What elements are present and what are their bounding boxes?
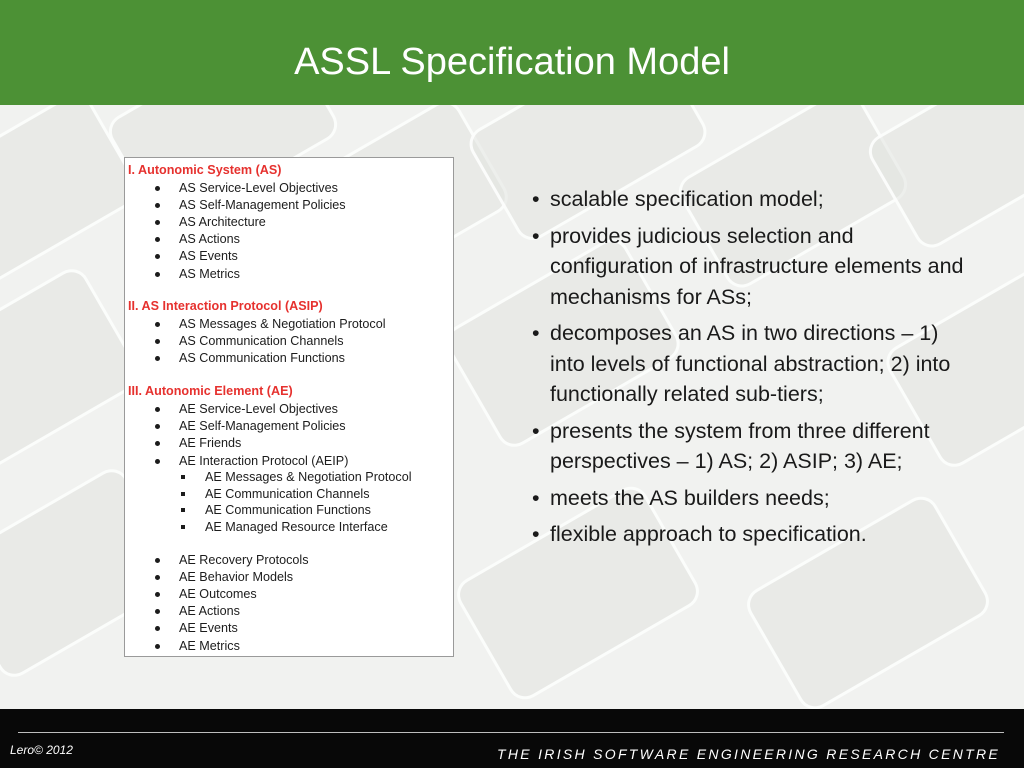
bullet-icon: • (532, 418, 540, 443)
square-bullet-icon (181, 508, 185, 512)
bullet-dot-icon (155, 609, 160, 614)
bullet-dot-icon (155, 424, 160, 429)
bullet-dot-icon (155, 407, 160, 412)
bullet-list: •scalable specification model; •provides… (532, 184, 972, 556)
bullet-icon: • (532, 522, 540, 546)
bullet-dot-icon (155, 272, 160, 277)
assl-model-figure: I. Autonomic System (AS) AS Service-Leve… (124, 157, 454, 657)
square-bullet-icon (181, 492, 185, 496)
bullet-dot-icon (155, 558, 160, 563)
bullet-dot-icon (155, 644, 160, 649)
bullet-item: •flexible approach to specification. (532, 519, 972, 550)
bullet-dot-icon (155, 220, 160, 225)
bullet-dot-icon (155, 254, 160, 259)
square-bullet-icon (181, 475, 185, 479)
bullet-item: •presents the system from three differen… (532, 416, 972, 477)
bullet-icon: • (532, 187, 540, 211)
section-heading: II. AS Interaction Protocol (ASIP) (128, 299, 323, 313)
footer-bar: Lero© 2012 THE IRISH SOFTWARE ENGINEERIN… (0, 709, 1024, 768)
title-bar: ASSL Specification Model (0, 0, 1024, 105)
bullet-dot-icon (155, 441, 160, 446)
bullet-icon: • (532, 223, 540, 248)
bullet-icon: • (532, 321, 540, 345)
footer-divider (18, 732, 1004, 733)
bullet-item: •decomposes an AS in two directions – 1)… (532, 318, 972, 410)
bullet-icon: • (532, 485, 540, 510)
bullet-dot-icon (155, 459, 160, 464)
bullet-dot-icon (155, 592, 160, 597)
bullet-dot-icon (155, 237, 160, 242)
bullet-dot-icon (155, 203, 160, 208)
bullet-item: •scalable specification model; (532, 184, 972, 215)
footer-tagline: THE IRISH SOFTWARE ENGINEERING RESEARCH … (497, 746, 1001, 762)
bullet-item: •meets the AS builders needs; (532, 483, 972, 514)
bullet-dot-icon (155, 626, 160, 631)
square-bullet-icon (181, 525, 185, 529)
bullet-item: •provides judicious selection and config… (532, 221, 972, 313)
section-heading: III. Autonomic Element (AE) (128, 384, 293, 398)
bullet-dot-icon (155, 186, 160, 191)
copyright-text: Lero© 2012 (10, 743, 73, 757)
bullet-dot-icon (155, 575, 160, 580)
section-heading: I. Autonomic System (AS) (128, 163, 282, 177)
slide-title: ASSL Specification Model (294, 41, 730, 83)
bullet-dot-icon (155, 339, 160, 344)
bullet-dot-icon (155, 356, 160, 361)
bullet-dot-icon (155, 322, 160, 327)
